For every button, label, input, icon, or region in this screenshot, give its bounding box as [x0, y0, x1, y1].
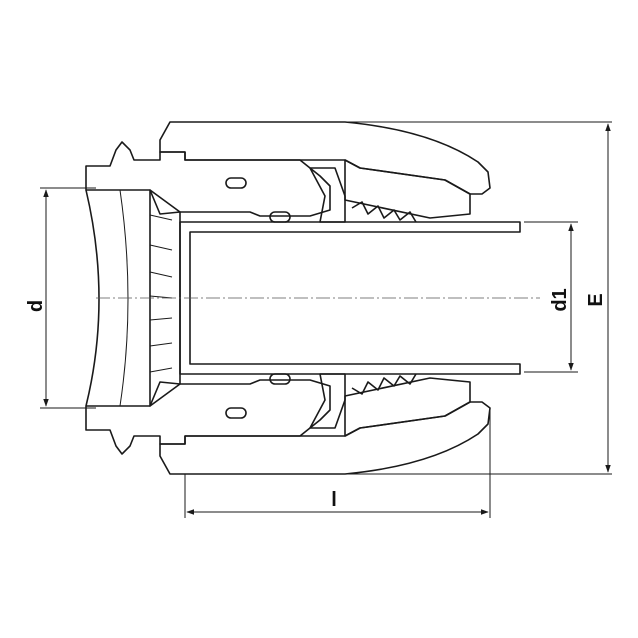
union-nut-lower: [159, 401, 491, 475]
inserted-pipe: [179, 221, 521, 375]
o-ring-inner-upper: [269, 211, 291, 223]
dimension-d: d: [25, 187, 96, 409]
upper-half-section: [85, 121, 520, 223]
body-wall-upper: [85, 141, 331, 217]
dimension-d1: d1: [524, 221, 578, 373]
label-d: d: [25, 300, 47, 312]
o-ring-outer-upper: [225, 177, 247, 189]
nut-cone-upper: [344, 159, 471, 219]
o-ring-outer-lower: [225, 407, 247, 419]
o-ring-inner-lower: [269, 373, 291, 385]
label-l: l: [331, 489, 337, 511]
union-nut-upper: [159, 121, 491, 195]
lower-half-section: [85, 373, 520, 475]
label-d1: d1: [549, 288, 571, 311]
label-E: E: [585, 293, 607, 306]
nut-cone-lower: [344, 377, 471, 437]
grip-teeth-lower: [351, 373, 417, 395]
body-wall-lower: [85, 379, 331, 455]
body-bore: [85, 189, 129, 407]
dimension-E: E: [345, 121, 612, 475]
grip-teeth-upper: [351, 201, 417, 223]
support-insert: [149, 189, 181, 407]
dimension-l: l: [184, 410, 491, 518]
